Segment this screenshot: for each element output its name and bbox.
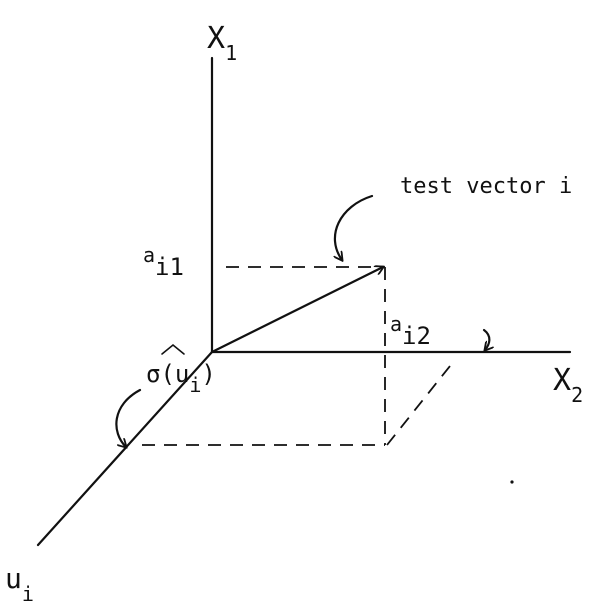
- ui-label: ui: [5, 562, 34, 603]
- a-i1-label: ai1: [143, 243, 184, 281]
- x1-label: X1: [207, 21, 237, 65]
- x2-label: X2: [553, 363, 583, 407]
- test-vector-label: test vector i: [400, 174, 572, 199]
- sigma-pointer-arrow: [115, 388, 142, 447]
- sigma-hat-caret: [161, 343, 185, 355]
- a-i2-pointer-arrow: [482, 328, 489, 350]
- stray-ink-dot: [510, 480, 514, 484]
- a-i2-label: ai2: [390, 312, 431, 350]
- test-vector-arrow: [210, 267, 383, 354]
- test-vector-pointer-arrow: [335, 194, 374, 260]
- sigma-hat-label: σ(ui): [146, 360, 216, 397]
- projection-diagonal-dash: [386, 365, 451, 446]
